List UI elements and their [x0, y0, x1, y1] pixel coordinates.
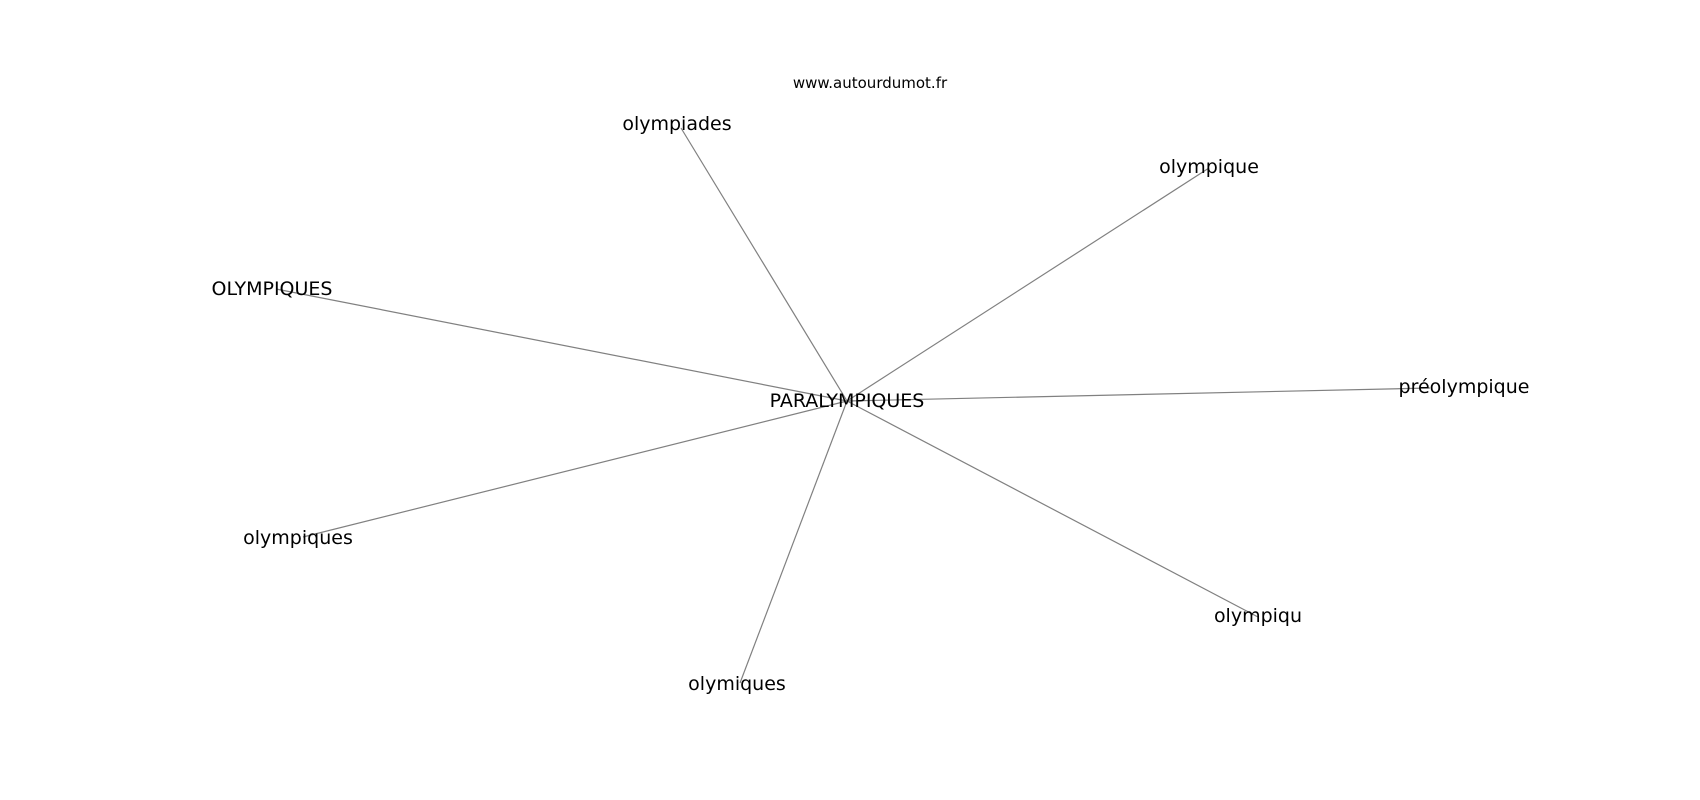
- node-olymiques[interactable]: olymiques: [688, 673, 786, 695]
- edge-olympiques-upper: [275, 288, 848, 402]
- edge-olymiques: [739, 400, 848, 684]
- node-olympiades[interactable]: olympiades: [622, 113, 731, 135]
- node-olympiqu[interactable]: olympiqu: [1214, 605, 1302, 627]
- node-olympique[interactable]: olympique: [1159, 156, 1259, 178]
- edge-preolympique: [846, 387, 1431, 402]
- edge-olympiques: [302, 400, 848, 538]
- edge-olympiades: [680, 127, 848, 402]
- labels-layer: www.autourdumot.fr PARALYMPIQUES olympia…: [211, 74, 1529, 695]
- edge-olympiqu: [846, 400, 1259, 618]
- node-olympiques-upper[interactable]: OLYMPIQUES: [211, 278, 332, 300]
- watermark-text: www.autourdumot.fr: [793, 74, 948, 92]
- edges-layer: [275, 127, 1431, 684]
- node-olympiques[interactable]: olympiques: [243, 527, 353, 549]
- node-preolympique[interactable]: préolympique: [1399, 376, 1530, 398]
- edge-olympique: [846, 167, 1210, 402]
- node-center-paralympiques[interactable]: PARALYMPIQUES: [770, 390, 925, 412]
